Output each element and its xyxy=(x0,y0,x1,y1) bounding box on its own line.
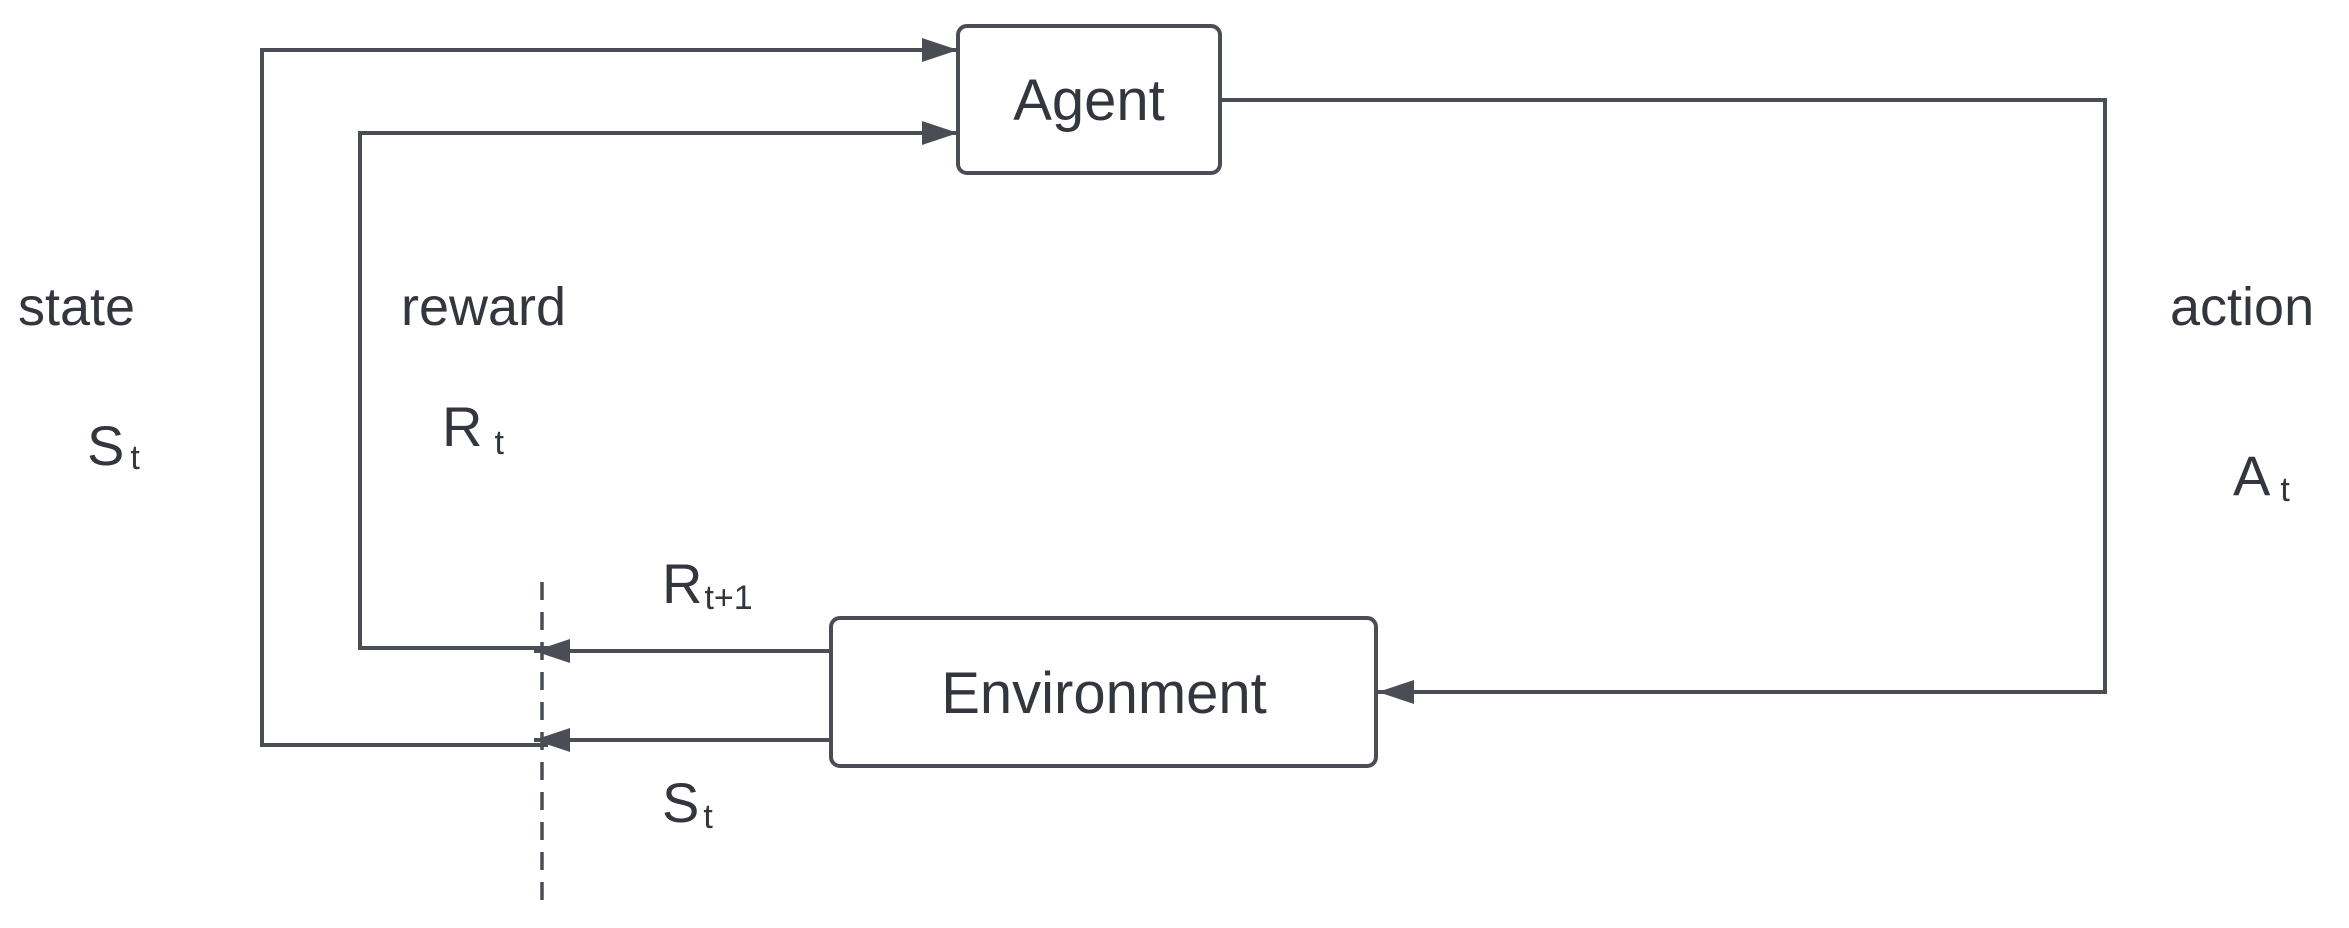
state-feedback-edge xyxy=(260,38,958,747)
next-state-symbol: S xyxy=(662,771,699,834)
state-subscript: t xyxy=(130,439,140,477)
state-symbol: S xyxy=(87,414,124,477)
reward-symbol: R xyxy=(442,395,482,458)
reward-feedback-edge xyxy=(358,121,958,650)
action-subscript: t xyxy=(2280,471,2290,509)
action-symbol: A xyxy=(2233,444,2271,507)
action-word-label: action xyxy=(2170,277,2314,337)
next-reward-label: Rt+1 xyxy=(662,552,753,617)
environment-label: Environment xyxy=(941,661,1267,726)
next-reward-symbol: R xyxy=(662,552,702,615)
reward-subscript: t xyxy=(494,424,504,462)
reward-word-label: reward xyxy=(401,277,566,337)
next-state-subscript: t xyxy=(703,798,713,836)
agent-label: Agent xyxy=(1013,68,1165,133)
next-reward-subscript: t+1 xyxy=(704,579,752,617)
environment-node: Environment xyxy=(829,616,1378,768)
agent-node: Agent xyxy=(956,24,1222,175)
state-word-label: state xyxy=(18,277,135,337)
action-edge xyxy=(1221,98,2107,704)
